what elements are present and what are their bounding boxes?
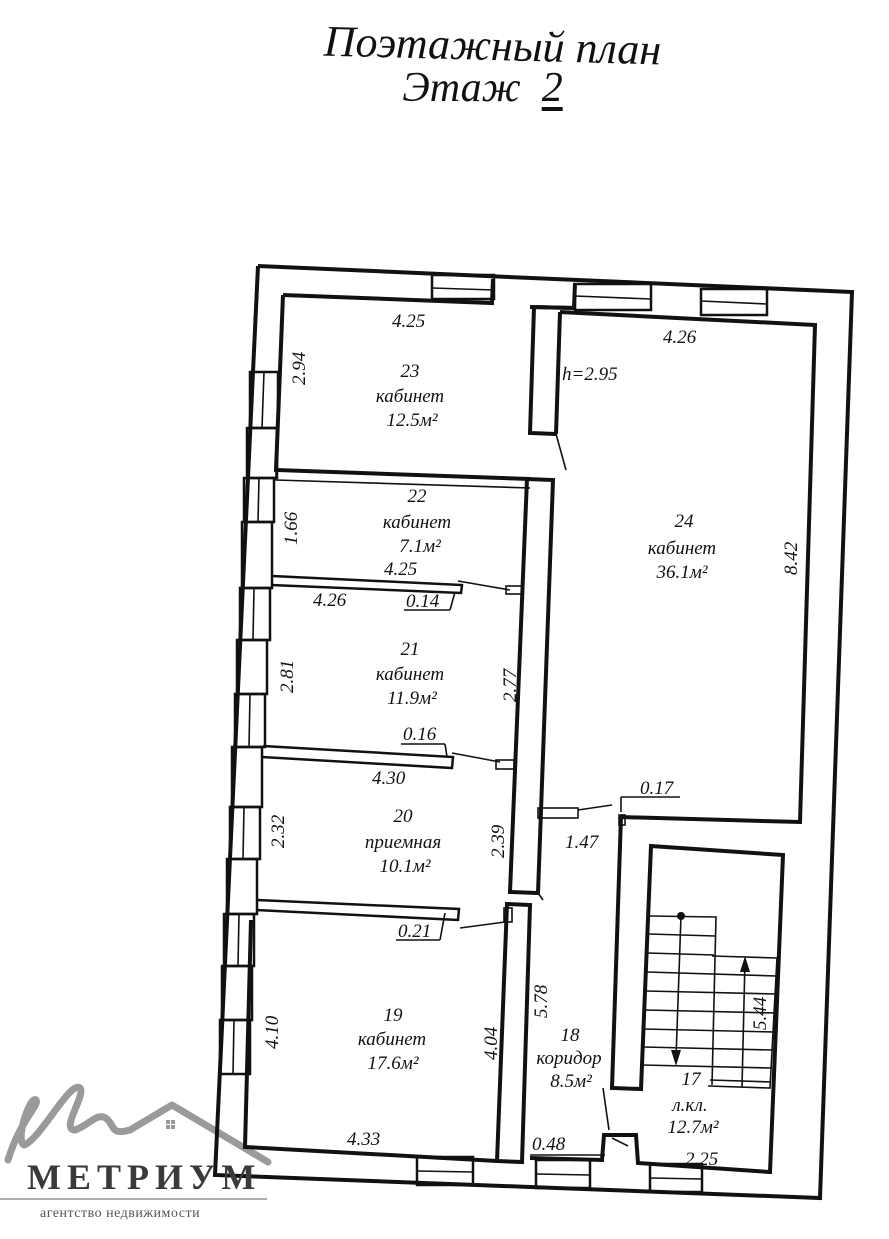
svg-text:2.77: 2.77 [500, 667, 521, 702]
svg-text:19: 19 [384, 1005, 404, 1026]
room-24-walls [554, 310, 818, 825]
svg-text:17.6м²: 17.6м² [367, 1053, 418, 1074]
logo-name: МЕТРИУМ [27, 1157, 262, 1197]
svg-text:0.48: 0.48 [532, 1134, 566, 1155]
stairwell-walls [529, 814, 786, 1175]
spine-wall [494, 476, 613, 1165]
svg-text:8.42: 8.42 [781, 541, 802, 575]
svg-text:кабинет: кабинет [383, 512, 451, 533]
dimension-labels: 4.25 2.94 4.26 h=2.95 8.42 1.66 4.25 4.2… [262, 311, 802, 1170]
svg-text:18: 18 [561, 1025, 581, 1046]
svg-text:8.5м²: 8.5м² [550, 1071, 592, 1092]
svg-text:7.1м²: 7.1м² [399, 536, 441, 557]
bottom-windows [415, 1155, 704, 1194]
svg-text:36.1м²: 36.1м² [655, 562, 707, 583]
svg-text:12.7м²: 12.7м² [667, 1117, 718, 1138]
room-label-17: 17 л.кл. 12.7м² [667, 1069, 718, 1138]
room-label-18: 18 коридор 8.5м² [536, 1025, 601, 1092]
svg-text:4.30: 4.30 [372, 768, 406, 789]
left-windows [218, 370, 280, 1076]
svg-text:2.32: 2.32 [268, 814, 289, 848]
svg-text:4.10: 4.10 [262, 1015, 283, 1049]
svg-text:л.кл.: л.кл. [671, 1095, 707, 1116]
svg-text:1.66: 1.66 [281, 511, 302, 545]
svg-text:10.1м²: 10.1м² [379, 856, 430, 877]
svg-text:4.25: 4.25 [384, 559, 417, 580]
svg-text:5.44: 5.44 [750, 996, 771, 1030]
outer-walls [212, 264, 855, 1201]
svg-text:21: 21 [401, 639, 420, 660]
svg-text:кабинет: кабинет [648, 538, 716, 559]
floor-label-prefix: Этаж [402, 65, 521, 111]
dimension-leaders [396, 591, 680, 1156]
room-label-19: 19 кабинет 17.6м² [358, 1005, 426, 1074]
room-label-23: 23 кабинет 12.5м² [376, 361, 444, 431]
svg-text:5.78: 5.78 [531, 984, 552, 1018]
svg-text:0.16: 0.16 [403, 724, 437, 745]
svg-text:2.25: 2.25 [685, 1149, 718, 1170]
svg-text:12.5м²: 12.5м² [386, 410, 437, 431]
svg-text:20: 20 [394, 806, 414, 827]
svg-text:кабинет: кабинет [376, 664, 444, 685]
floor-number: 2 [541, 65, 563, 111]
svg-text:1.47: 1.47 [565, 832, 600, 853]
logo-graphic-icon [4, 1084, 272, 1166]
top-windows [430, 273, 769, 317]
svg-text:кабинет: кабинет [358, 1029, 426, 1050]
svg-text:4.04: 4.04 [481, 1026, 502, 1060]
room-19-walls [242, 919, 498, 1163]
svg-text:0.14: 0.14 [406, 591, 440, 612]
svg-text:4.26: 4.26 [663, 327, 697, 348]
svg-text:0.21: 0.21 [398, 921, 431, 942]
svg-text:h=2.95: h=2.95 [562, 364, 618, 385]
svg-text:24: 24 [675, 511, 695, 532]
partitions [255, 574, 523, 929]
logo-divider [0, 1198, 267, 1200]
svg-text:22: 22 [408, 486, 428, 507]
svg-text:4.33: 4.33 [347, 1129, 380, 1150]
room-label-21: 21 кабинет 11.9м² [376, 639, 444, 709]
svg-text:2.81: 2.81 [277, 660, 298, 693]
svg-text:17: 17 [682, 1069, 703, 1090]
floor-label: Этаж 2 [38, 64, 889, 112]
room-label-24: 24 кабинет 36.1м² [648, 511, 716, 583]
svg-text:0.17: 0.17 [640, 778, 675, 799]
svg-text:23: 23 [401, 361, 420, 382]
stairs [641, 912, 778, 1089]
room-label-20: 20 приемная 10.1м² [365, 806, 441, 877]
svg-text:4.25: 4.25 [392, 311, 425, 332]
logo-tagline: агентство недвижимости [40, 1206, 201, 1221]
svg-text:2.94: 2.94 [289, 351, 310, 385]
svg-text:приемная: приемная [365, 832, 441, 853]
svg-text:кабинет: кабинет [376, 386, 444, 407]
room-label-22: 22 кабинет 7.1м² [383, 486, 451, 557]
svg-text:коридор: коридор [536, 1048, 601, 1069]
svg-text:4.26: 4.26 [313, 590, 347, 611]
svg-text:2.39: 2.39 [488, 824, 509, 858]
svg-text:11.9м²: 11.9м² [387, 688, 437, 709]
